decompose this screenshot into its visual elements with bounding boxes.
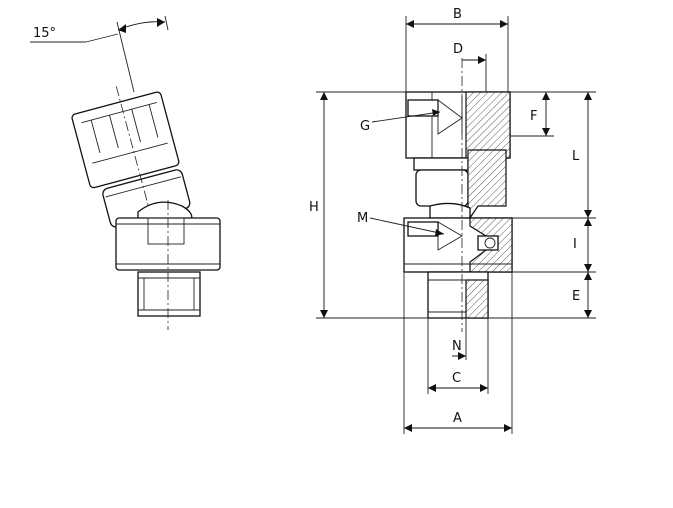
dim-label-a: A xyxy=(453,411,462,426)
dim-label-e: E xyxy=(572,289,580,304)
dim-label-g: G xyxy=(360,119,370,134)
dim-label-f: F xyxy=(530,109,537,124)
section-view xyxy=(403,58,513,332)
thread-stub xyxy=(137,271,201,317)
dim-label-b: B xyxy=(453,7,462,22)
side-view: 15° xyxy=(30,15,221,330)
angle-annotation: 15° xyxy=(30,15,169,93)
angle-label: 15° xyxy=(33,26,56,41)
dim-label-l: L xyxy=(572,149,580,164)
dim-label-d: D xyxy=(453,42,463,57)
dim-label-m: M xyxy=(357,211,368,226)
dim-label-h: H xyxy=(309,200,319,215)
dimension-lines: B D H F L I E xyxy=(309,7,596,434)
dim-label-c: C xyxy=(452,371,461,386)
dim-label-n: N xyxy=(452,339,462,354)
dim-label-i: I xyxy=(573,237,577,252)
